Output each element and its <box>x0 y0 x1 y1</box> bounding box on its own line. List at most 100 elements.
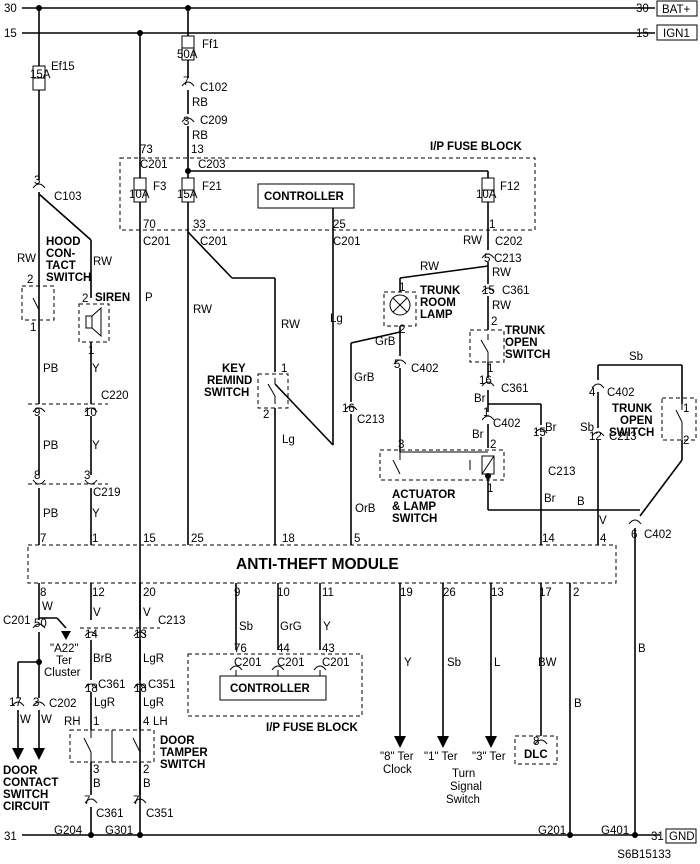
svg-text:DOOR: DOOR <box>3 765 38 777</box>
svg-text:7: 7 <box>133 795 139 807</box>
svg-text:2: 2 <box>573 587 579 599</box>
svg-text:2: 2 <box>399 324 405 336</box>
svg-text:3: 3 <box>84 470 90 482</box>
svg-text:Y: Y <box>404 657 412 669</box>
svg-text:HOOD: HOOD <box>46 236 81 248</box>
svg-text:RW: RW <box>463 235 482 247</box>
svg-text:3: 3 <box>93 764 99 776</box>
svg-text:Br: Br <box>474 393 486 405</box>
svg-text:CONTROLLER: CONTROLLER <box>264 191 345 203</box>
svg-text:12: 12 <box>589 431 602 443</box>
svg-text:4: 4 <box>589 387 596 399</box>
svg-text:2: 2 <box>82 293 88 305</box>
svg-text:KEY: KEY <box>222 363 246 375</box>
svg-text:Sb: Sb <box>447 657 461 669</box>
svg-text:18: 18 <box>282 533 295 545</box>
svg-text:C361: C361 <box>502 285 530 297</box>
svg-text:LgR: LgR <box>143 697 164 709</box>
svg-text:C201: C201 <box>333 236 361 248</box>
svg-text:Lg: Lg <box>330 313 343 325</box>
svg-text:C402: C402 <box>493 418 521 430</box>
fuse-ff1-circuit: 50A Ff1 7 C102 RB 3 C209 RB <box>177 8 228 178</box>
svg-text:GrB: GrB <box>375 336 396 348</box>
svg-text:C201: C201 <box>140 159 168 171</box>
svg-text:2: 2 <box>27 274 33 286</box>
svg-text:Y: Y <box>323 621 331 633</box>
svg-text:1: 1 <box>399 282 405 294</box>
svg-text:3: 3 <box>34 175 40 187</box>
svg-text:5: 5 <box>354 533 360 545</box>
svg-text:C351: C351 <box>146 808 174 820</box>
svg-text:C402: C402 <box>644 529 672 541</box>
svg-text:GrB: GrB <box>354 372 375 384</box>
svg-text:TACT: TACT <box>46 260 76 272</box>
svg-text:1: 1 <box>489 219 495 231</box>
svg-text:SWITCH: SWITCH <box>204 387 249 399</box>
svg-text:B: B <box>143 778 151 790</box>
svg-text:7: 7 <box>84 795 90 807</box>
bat-box <box>656 0 698 17</box>
wire-p: P <box>139 202 153 835</box>
ign-label: IGN1 <box>663 28 690 40</box>
svg-text:2: 2 <box>263 409 269 421</box>
siren-label: SIREN <box>95 292 130 304</box>
svg-text:RW: RW <box>420 261 439 273</box>
svg-text:Y: Y <box>92 363 100 375</box>
bat-label: BAT+ <box>662 4 691 16</box>
svg-text:C213: C213 <box>158 615 186 627</box>
svg-text:1: 1 <box>92 533 98 545</box>
svg-text:B: B <box>638 643 646 655</box>
svg-text:Br: Br <box>545 422 557 434</box>
svg-text:1: 1 <box>30 322 36 334</box>
svg-text:15: 15 <box>482 285 495 297</box>
svg-text:SWITCH: SWITCH <box>46 272 91 284</box>
svg-text:13: 13 <box>191 144 204 156</box>
svg-text:12: 12 <box>92 587 105 599</box>
svg-text:LgR: LgR <box>94 697 115 709</box>
svg-text:OrB: OrB <box>355 503 376 515</box>
ip-fuse-block-lower: Sb GrG Y 76 44 43 C201 C201 C201 CONTROL… <box>187 583 363 734</box>
svg-text:OPEN: OPEN <box>505 337 538 349</box>
svg-text:RW: RW <box>281 319 300 331</box>
dlc-connector <box>514 735 558 765</box>
svg-text:OPEN: OPEN <box>620 415 653 427</box>
ign-box <box>656 24 698 41</box>
svg-text:C220: C220 <box>101 390 129 402</box>
svg-text:Ter: Ter <box>56 655 72 667</box>
svg-text:RW: RW <box>492 300 511 312</box>
svg-text:10A: 10A <box>476 189 497 201</box>
svg-text:P: P <box>145 292 153 304</box>
svg-text:1: 1 <box>487 363 493 375</box>
svg-text:C213: C213 <box>357 414 385 426</box>
fuse-ef15-name: Ef15 <box>51 61 75 73</box>
svg-text:F21: F21 <box>202 181 222 193</box>
dlc-label: DLC <box>524 749 548 761</box>
actuator-lamp-switch: 3 2 1 ACTUATOR & LAMP SWITCH B <box>379 439 640 525</box>
svg-text:7: 7 <box>183 76 189 88</box>
svg-text:SWITCH: SWITCH <box>609 427 654 439</box>
svg-text:C201: C201 <box>3 615 31 627</box>
trunk-open-switch-2: Sb 4 C402 Sb 12 C213 V 1 2 TRUNK OPEN SW… <box>580 351 697 835</box>
svg-text:2: 2 <box>143 764 149 776</box>
svg-text:C201: C201 <box>234 657 262 669</box>
svg-text:V: V <box>143 607 151 619</box>
svg-text:76: 76 <box>234 643 247 655</box>
svg-text:33: 33 <box>193 219 206 231</box>
svg-text:8: 8 <box>533 736 539 748</box>
f21-wires: RW RW Lg <box>187 202 343 545</box>
svg-text:TRUNK: TRUNK <box>612 403 653 415</box>
svg-text:F3: F3 <box>153 181 166 193</box>
svg-text:RB: RB <box>192 130 208 142</box>
svg-text:17: 17 <box>539 587 552 599</box>
svg-text:V: V <box>599 515 607 527</box>
svg-text:W: W <box>41 714 52 726</box>
svg-text:19: 19 <box>400 587 413 599</box>
svg-text:CONTROLLER: CONTROLLER <box>230 683 311 695</box>
svg-text:Ff1: Ff1 <box>202 39 219 51</box>
svg-text:13: 13 <box>134 629 147 641</box>
svg-text:Y: Y <box>92 440 100 452</box>
svg-text:C219: C219 <box>93 487 121 499</box>
svg-text:"3" Ter: "3" Ter <box>472 751 506 763</box>
svg-text:SWITCH: SWITCH <box>392 513 437 525</box>
